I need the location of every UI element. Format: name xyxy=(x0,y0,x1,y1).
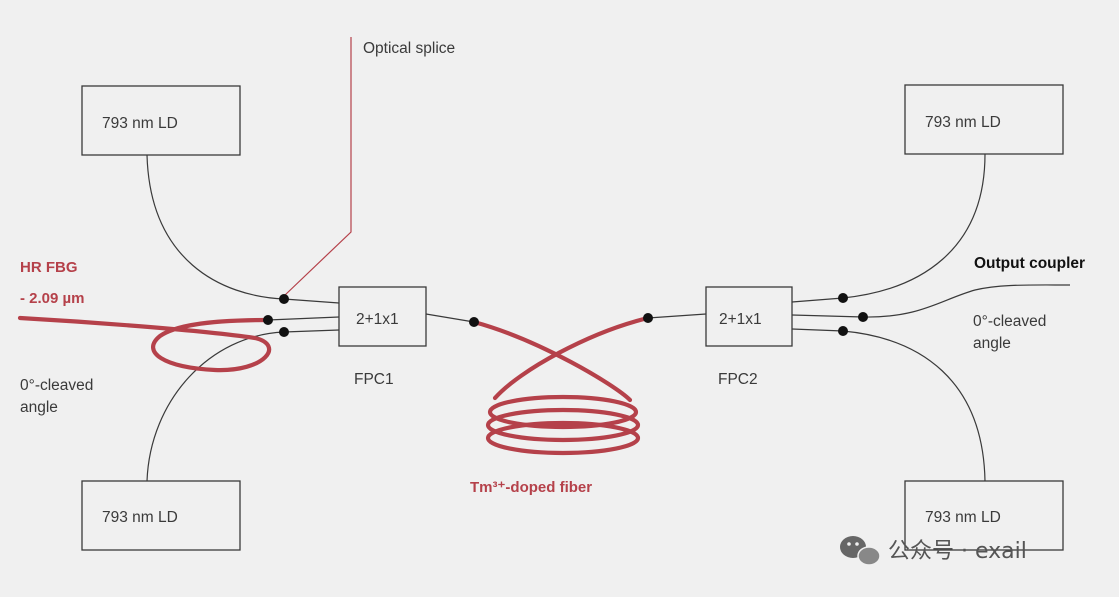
doped-fiber-label: Tm³⁺-doped fiber xyxy=(470,479,592,496)
cleaved-right-label-line2: angle xyxy=(973,335,1011,352)
splice-point xyxy=(838,326,848,336)
fpc1-label: FPC1 xyxy=(354,371,394,388)
combiner-label-right: 2+1x1 xyxy=(719,311,762,328)
pump-fiber-bottom-left xyxy=(146,329,340,482)
optical-splice-leader xyxy=(283,37,352,297)
hr-fbg-label-line1: HR FBG xyxy=(20,259,78,276)
hr-fbg-fiber xyxy=(17,315,271,373)
splice-point xyxy=(279,294,289,304)
watermark-text: 公众号 · exail xyxy=(888,539,1027,564)
splice-point xyxy=(838,293,848,303)
hr-fbg-label-line2: - 2.09 µm xyxy=(20,290,85,307)
doped-fiber-coil-2 xyxy=(485,407,641,443)
splice-point xyxy=(858,312,868,322)
ld-box-bottom-left xyxy=(81,480,241,551)
pump-fiber-top-right xyxy=(791,153,986,303)
signal-fiber-left xyxy=(267,316,340,321)
splice-point xyxy=(279,327,289,337)
splice-point xyxy=(263,315,273,325)
fpc2-input-fiber xyxy=(647,313,707,319)
splice-point xyxy=(643,313,653,323)
cleaved-right-label-line1: 0°-cleaved xyxy=(973,313,1046,330)
ld-label-top-right: 793 nm LD xyxy=(925,114,1001,131)
combiner-box-fpc2 xyxy=(705,286,793,347)
output-fiber xyxy=(791,284,1071,318)
cleaved-left-label-line2: angle xyxy=(20,399,58,416)
doped-fiber-coil-1 xyxy=(487,394,639,430)
doped-fiber-segment-a xyxy=(471,319,633,403)
optical-splice-label: Optical splice xyxy=(363,40,455,57)
output-coupler-label: Output coupler xyxy=(974,255,1085,272)
combiner-box-fpc1 xyxy=(338,286,427,347)
pump-fiber-top-left xyxy=(146,154,340,304)
doped-fiber-coil-3 xyxy=(485,420,641,456)
ld-box-top-right xyxy=(904,84,1064,155)
ld-box-bottom-right xyxy=(904,480,1064,551)
ld-box-top-left xyxy=(81,85,241,156)
cleaved-left-label-line1: 0°-cleaved xyxy=(20,377,93,394)
ld-label-bottom-right: 793 nm LD xyxy=(925,509,1001,526)
wechat-icon xyxy=(840,536,881,566)
doped-fiber-segment-b xyxy=(492,315,651,401)
combiner-label-left: 2+1x1 xyxy=(356,311,399,328)
ld-label-top-left: 793 nm LD xyxy=(102,115,178,132)
pump-fiber-bottom-right xyxy=(791,328,986,482)
ld-label-bottom-left: 793 nm LD xyxy=(102,509,178,526)
fpc2-label: FPC2 xyxy=(718,371,758,388)
fpc1-output-fiber xyxy=(425,313,475,323)
splice-point xyxy=(469,317,479,327)
